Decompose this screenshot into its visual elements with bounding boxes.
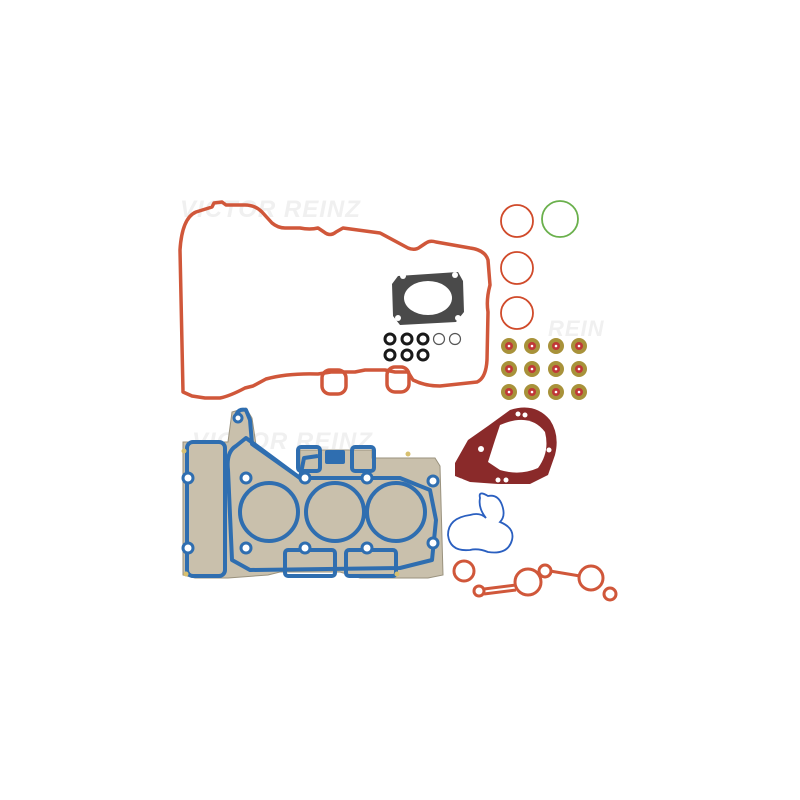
- small-o-rings: [383, 332, 462, 362]
- intake-port-gasket: [452, 559, 618, 602]
- turbo-flange-gasket: [392, 272, 464, 325]
- valve-cover-gasket: [178, 200, 492, 400]
- valve-stem-seals: [501, 338, 587, 400]
- water-pump-gasket: [455, 407, 557, 484]
- thermostat-gasket: [447, 492, 514, 554]
- cylinder-head-gasket: [181, 407, 444, 579]
- large-o-rings: [500, 200, 579, 330]
- brand-watermark-partial: REIN: [548, 316, 605, 341]
